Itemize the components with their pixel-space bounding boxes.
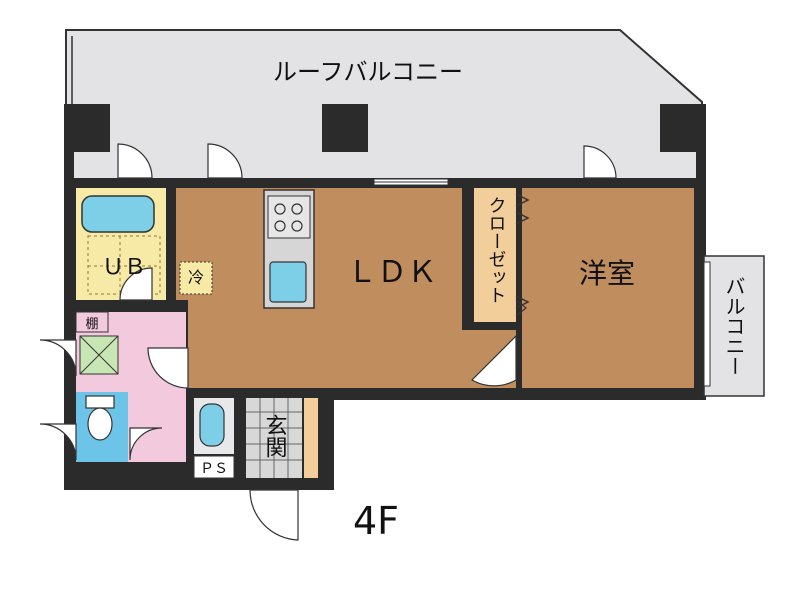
- fridge-label: 冷: [188, 268, 204, 287]
- entrance-label: 玄関: [262, 414, 287, 458]
- western-room: [522, 188, 694, 388]
- balcony-label: バルコニー: [722, 276, 746, 376]
- pipe-space-label: ＰＳ: [200, 461, 228, 477]
- kitchen-sink: [269, 261, 307, 303]
- pillar: [64, 104, 110, 152]
- ldk-label: ＬＤＫ: [347, 255, 437, 290]
- pipe-space: [193, 455, 235, 479]
- shelf: [75, 311, 109, 333]
- shoe-cabinet: [304, 398, 318, 478]
- roof-balcony-label: ルーフバルコニー: [273, 58, 463, 86]
- fridge-space: [179, 261, 213, 295]
- bathtub: [81, 195, 155, 233]
- closet-label: クローゼット: [486, 196, 507, 304]
- closet: [474, 188, 516, 322]
- pillar: [322, 104, 368, 152]
- pillar: [660, 104, 706, 152]
- ldk-room: [176, 188, 516, 388]
- door-swings: [39, 143, 617, 541]
- floor-label: 4F: [353, 499, 399, 543]
- shelf-label: 棚: [85, 317, 98, 332]
- toilet-bowl: [87, 407, 113, 441]
- unit-bath-label: ＵＢ: [102, 255, 146, 280]
- stove: [267, 195, 311, 239]
- western-room-label: 洋室: [579, 257, 635, 290]
